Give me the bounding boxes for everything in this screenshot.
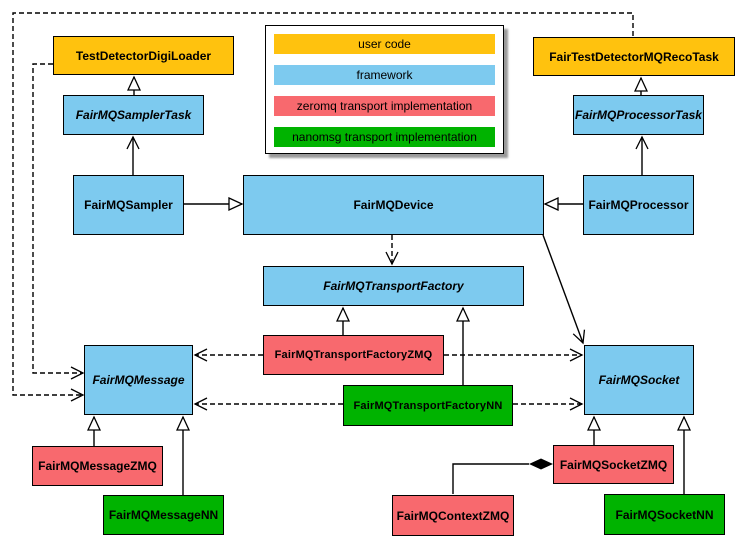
legend-item-nanomsg: nanomsg transport implementation	[274, 127, 495, 147]
node-fairmqsocketzmq: FairMQSocketZMQ	[553, 445, 674, 484]
node-fairmqsocketnn: FairMQSocketNN	[604, 494, 725, 535]
node-fairmqsamplertask: FairMQSamplerTask	[63, 95, 204, 135]
edge-contextzmq-socketzmq	[452, 463, 529, 494]
node-fairmqsampler: FairMQSampler	[73, 175, 184, 235]
legend-label: user code	[358, 37, 411, 51]
node-fairmqmessagezmq: FairMQMessageZMQ	[32, 446, 163, 486]
node-fairmqmessage: FairMQMessage	[84, 345, 193, 415]
node-fairmqdevice: FairMQDevice	[243, 175, 544, 235]
legend-label: framework	[356, 68, 413, 82]
legend-label: zeromq transport implementation	[296, 99, 473, 113]
node-fairmqsocket: FairMQSocket	[584, 345, 694, 415]
legend: user code framework zeromq transport imp…	[265, 25, 504, 154]
node-fairmqtransportfactorynn: FairMQTransportFactoryNN	[343, 385, 513, 426]
legend-label: nanomsg transport implementation	[292, 130, 477, 144]
edge-digiloader-message	[32, 63, 85, 380]
node-fairmqtransportfactoryzmq: FairMQTransportFactoryZMQ	[263, 335, 444, 375]
legend-item-zeromq: zeromq transport implementation	[274, 96, 495, 116]
node-fairmqprocessortask: FairMQProcessorTask	[573, 95, 704, 135]
node-testdetectordigiloader: TestDetectorDigiLoader	[53, 36, 234, 75]
node-fairmqcontextzmq: FairMQContextZMQ	[392, 495, 514, 536]
edge-device-socket	[542, 234, 586, 345]
node-fairmqmessagenn: FairMQMessageNN	[103, 495, 224, 535]
legend-item-user-code: user code	[274, 34, 495, 54]
composition-diamond-icon	[529, 458, 553, 470]
node-fairtestdetectormqrecotask: FairTestDetectorMQRecoTask	[533, 37, 735, 76]
edge-recotask-message	[12, 12, 634, 402]
node-fairmqtransportfactory: FairMQTransportFactory	[263, 266, 524, 306]
node-fairmqprocessor: FairMQProcessor	[583, 175, 694, 235]
legend-item-framework: framework	[274, 65, 495, 85]
